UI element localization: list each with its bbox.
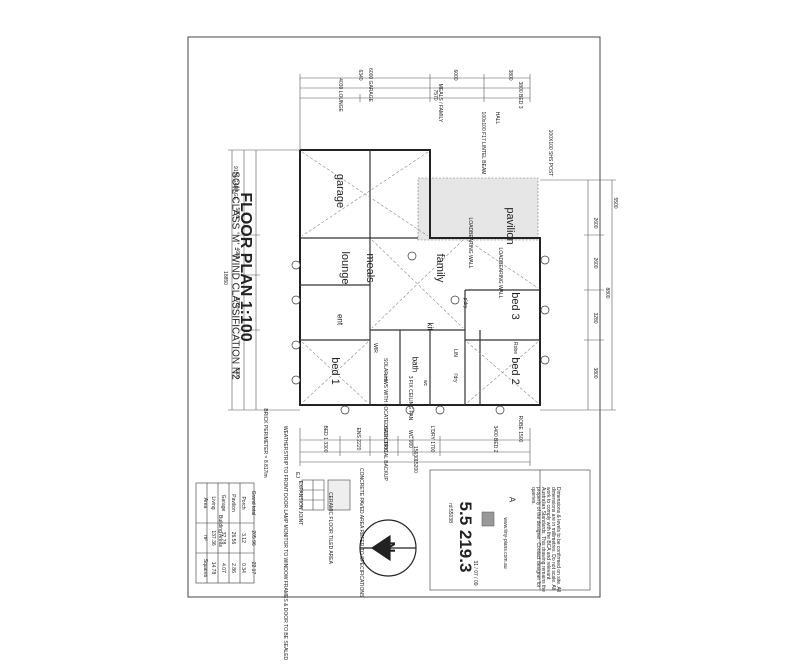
floor-plan-sheet: [187, 36, 616, 598]
room-bed3: bed 3: [509, 292, 521, 320]
areas-col-m2: m²: [202, 535, 208, 541]
building-walls: [299, 149, 541, 406]
plan-date: 31 / 07 / 09: [472, 560, 478, 586]
dim-top-2: 6000: [452, 69, 458, 81]
dim-left-3: 4685: [234, 247, 240, 259]
dim-top-3: 3800: [507, 69, 513, 81]
areas-row-porch: Porch: [240, 496, 246, 510]
dim-left-2: 5805: [234, 207, 240, 219]
dim-robe: ROBE 1500: [517, 415, 523, 443]
room-ent: ent: [335, 313, 345, 326]
note-hall: HALL: [494, 111, 500, 125]
room-bed1: bed 1: [329, 357, 341, 385]
dim-right-5: 8800: [604, 287, 610, 299]
legend-swatches: [301, 479, 351, 511]
note-lintel: 100x100 F17 LINTEL BEAM: [480, 111, 486, 175]
interior-walls: [300, 150, 540, 405]
scale-ref: A: [507, 496, 517, 503]
areas-row-living: Living: [210, 496, 216, 510]
dim-right-2: 2600: [592, 217, 598, 229]
note-brick: BRICK PERIMETER = 8.817lm: [262, 408, 268, 478]
note-loadbearing-2: LOADBEARING WALL: [497, 247, 503, 299]
top-dimensions: [299, 74, 531, 150]
areas-row-total-sq: 22.17: [250, 561, 256, 575]
room-lounge: lounge: [339, 251, 351, 285]
note-ceiling-fan: 3 FIX CEILING FAN: [407, 375, 413, 421]
areas-row-porch-sq: 0.34: [240, 563, 246, 573]
room-pavilion: pavilion: [504, 207, 516, 245]
note-post: 100X100 SHS POST: [547, 129, 553, 177]
room-ldry: l'dry: [452, 373, 458, 383]
left-dimensions: [228, 149, 300, 411]
note-linen: LIN: [452, 349, 458, 357]
room-garage: garage: [334, 173, 346, 209]
dim-left-4: 2750: [234, 297, 240, 309]
dim-bottom-ens: ENS 2220: [355, 427, 361, 451]
dim-meals-family: MEALS / FAMILY: [437, 83, 443, 123]
areas-row-pavilion-m2: 26.56: [230, 531, 236, 545]
room-robe: Robe: [512, 342, 518, 354]
website: www.tiny-plans.com.au: [502, 517, 508, 569]
legend-expansion: EXPANSION JOINT: [297, 480, 303, 526]
dim-bottom-bed1: BED 1 3300: [322, 425, 328, 453]
legend-concrete: CONCRETE PAVED AREA REFER TO SPECIFICATI…: [358, 468, 364, 598]
ref-number: rd:55038: [447, 503, 453, 523]
ceiling-diagonals: [301, 151, 539, 404]
areas-row-living-m2: 137.36: [210, 530, 216, 546]
note-loadbearing-1: LOADBEARING WALL: [467, 217, 473, 269]
legend-ej: EJ: [294, 472, 300, 478]
north-arrow: [359, 519, 417, 577]
dim-left-5: 3900: [234, 367, 240, 379]
window-markers: [291, 251, 550, 415]
pavilion-hatch: [417, 177, 539, 241]
bottom-dimensions: [299, 428, 531, 466]
legend-ceramic: CERAMIC FLOOR TILED AREA: [327, 492, 333, 564]
title-block-frame: [429, 469, 591, 591]
room-wir: WIR: [372, 343, 378, 353]
areas-row-garage-m2: 37.78: [220, 531, 226, 545]
north-label: N: [380, 541, 397, 553]
room-wc: wc: [422, 379, 428, 387]
dim-bottom-ldry: L'DRY 1700: [429, 425, 435, 453]
dim-lounge-bed3: 3800 BED 3: [517, 81, 523, 109]
area-table-frame: [195, 482, 255, 584]
room-meals: meals: [364, 253, 376, 283]
areas-row-total-m2: 205.96: [250, 530, 256, 546]
areas-row-total: Grand total: [250, 490, 256, 516]
room-family: family: [434, 253, 446, 283]
areas-row-pavilion: Pavilion: [230, 494, 236, 512]
dim-left-total: 18850: [222, 271, 228, 285]
dim-right-1: 5500: [612, 197, 618, 209]
dim-lounge-row: 4030 LOUNGE: [337, 78, 343, 112]
dim-bottom-bed2: 3400 BED 2: [492, 425, 498, 453]
areas-row-porch-m2: 3.12: [240, 533, 246, 543]
room-pdry: p'dry: [462, 297, 468, 309]
areas-row-garage: Garage: [220, 494, 226, 512]
dim-right-4: 3280: [592, 312, 598, 324]
areas-col-area: Area: [202, 497, 208, 509]
dim-right-6: 3800: [592, 367, 598, 379]
disclaimer: Dimensions & levels to be confirmed on s…: [530, 487, 561, 593]
areas-row-pavilion-sq: 2.86: [230, 563, 236, 573]
areas-col-squares: Squares: [202, 558, 208, 578]
company-logo: [481, 511, 495, 527]
legend-weatherstrip: WEATHERSTRIP TO FRONT DOOR LAMP MONITOR …: [282, 425, 288, 661]
dim-garage-row: 6000 GARAGE: [367, 68, 373, 102]
note-solar: SOLAR HWS WITH LOCATED ELECTRICAL BACKUP: [382, 358, 388, 481]
dim-right-3: 2600: [592, 257, 598, 269]
room-kit: kit: [425, 322, 435, 331]
right-dimensions: [540, 179, 616, 411]
dim-top-1: 6340: [357, 69, 363, 81]
areas-row-garage-sq: 4.07: [220, 563, 226, 573]
areas-row-living-sq: 14.78: [210, 561, 216, 575]
